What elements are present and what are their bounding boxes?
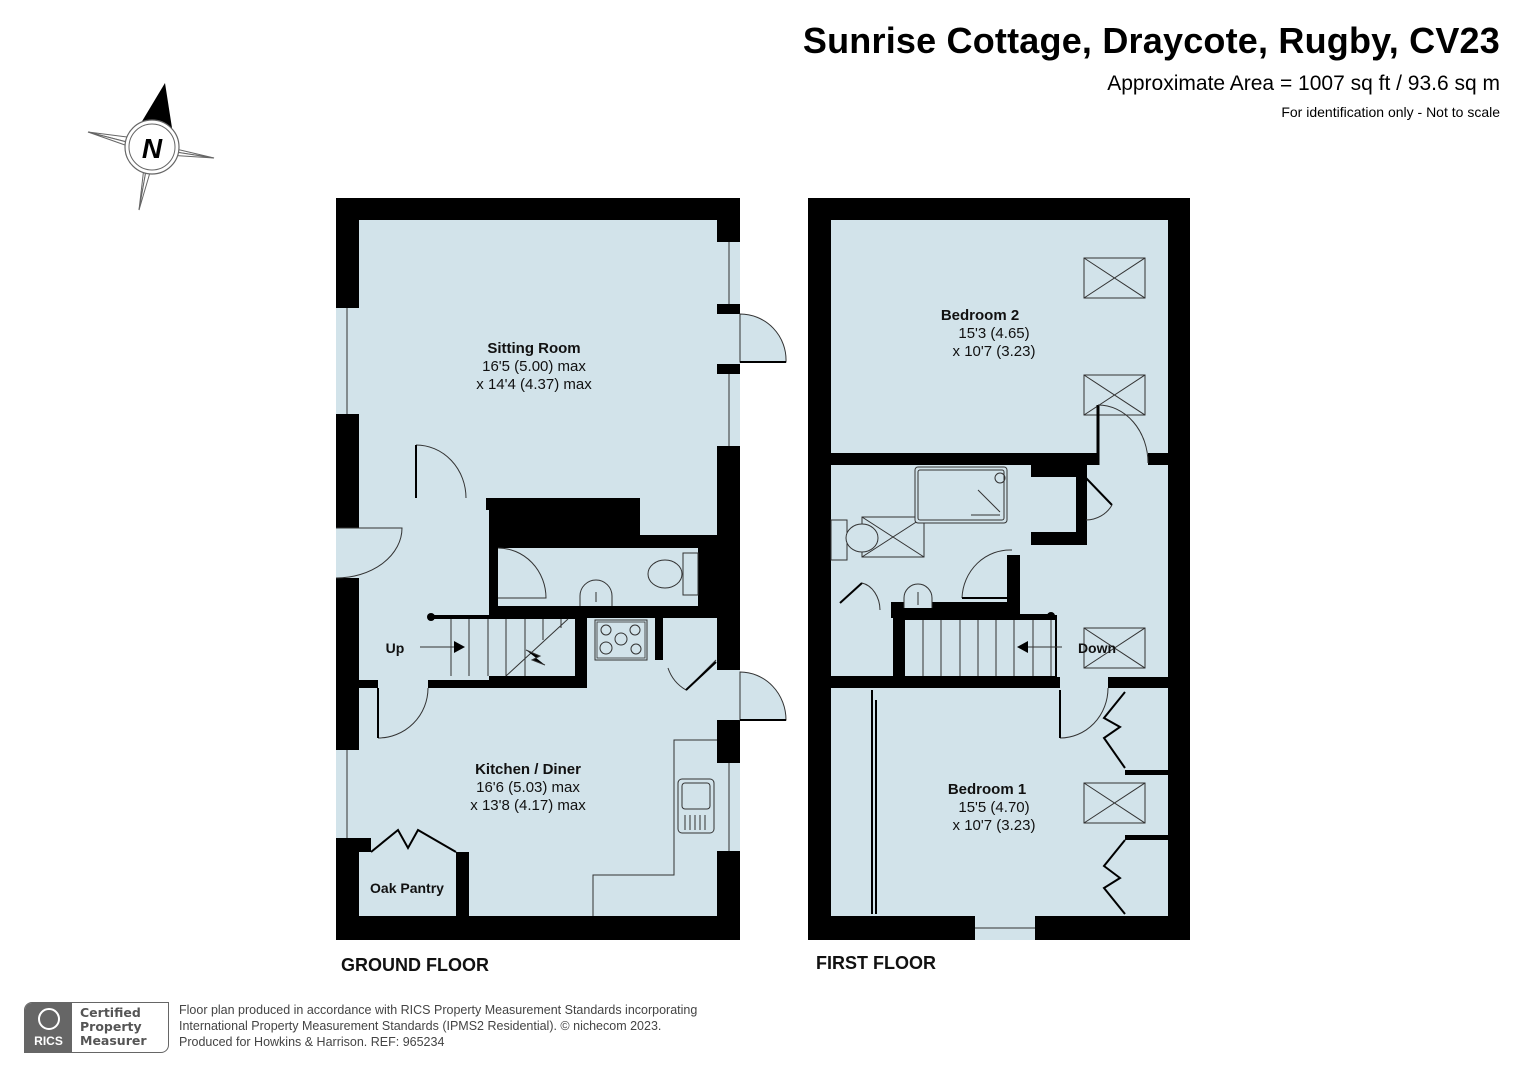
approximate-area: Approximate Area = 1007 sq ft / 93.6 sq …	[1107, 72, 1500, 95]
ground-floor-plan: Sitting Room 16'5 (5.00) max x 14'4 (4.3…	[335, 198, 787, 940]
rics-certified-badge: RICS Certified Property Measurer	[24, 1002, 169, 1053]
bedroom-2-dim2: x 10'7 (3.23)	[953, 343, 1036, 360]
bedroom-1-dim1: 15'5 (4.70)	[958, 799, 1029, 816]
toilet-icon	[830, 519, 879, 561]
hob-icon	[594, 619, 648, 661]
oak-pantry-label: Oak Pantry	[370, 880, 444, 896]
first-floor-plan: Bedroom 2 15'3 (4.65) x 10'7 (3.23) Bedr…	[808, 198, 1190, 940]
skylight-icon	[861, 257, 1146, 824]
sitting-room-dim1: 16'5 (5.00) max	[482, 358, 586, 375]
bedroom-1-dim2: x 10'7 (3.23)	[953, 817, 1036, 834]
kitchen-diner-label: Kitchen / Diner	[475, 761, 581, 778]
compass-north-label: N	[142, 133, 163, 164]
bedroom-2-label: Bedroom 2	[941, 307, 1019, 324]
shower-tray-icon	[914, 466, 1008, 524]
rics-lion-icon	[37, 1008, 60, 1030]
bedroom-1-label: Bedroom 1	[948, 781, 1026, 798]
scale-disclaimer: For identification only - Not to scale	[1281, 104, 1500, 120]
measurement-disclaimer: Floor plan produced in accordance with R…	[179, 1003, 698, 1049]
kitchen-diner-dim1: 16'6 (5.03) max	[476, 779, 580, 796]
compass-rose-icon: N	[87, 83, 215, 211]
stairs-down-label: Down	[1078, 640, 1116, 656]
bedroom-2-dim1: 15'3 (4.65)	[958, 325, 1029, 342]
basin-icon	[903, 583, 933, 608]
stairs-up-label: Up	[386, 640, 405, 656]
sitting-room-label: Sitting Room	[487, 340, 580, 357]
toilet-icon	[647, 552, 699, 596]
property-title: Sunrise Cottage, Draycote, Rugby, CV23	[802, 20, 1500, 61]
basin-icon	[579, 579, 613, 606]
kitchen-diner-dim2: x 13'8 (4.17) max	[470, 797, 586, 814]
sitting-room-dim2: x 14'4 (4.37) max	[476, 376, 592, 393]
badge-text: Certified Property Measurer	[80, 1005, 147, 1048]
rics-logo: RICS	[25, 1003, 72, 1052]
sink-icon	[677, 778, 715, 834]
ground-floor-label: GROUND FLOOR	[341, 955, 489, 975]
footer: RICS Certified Property Measurer Floor p…	[24, 1002, 697, 1053]
first-floor-label: FIRST FLOOR	[816, 953, 936, 973]
